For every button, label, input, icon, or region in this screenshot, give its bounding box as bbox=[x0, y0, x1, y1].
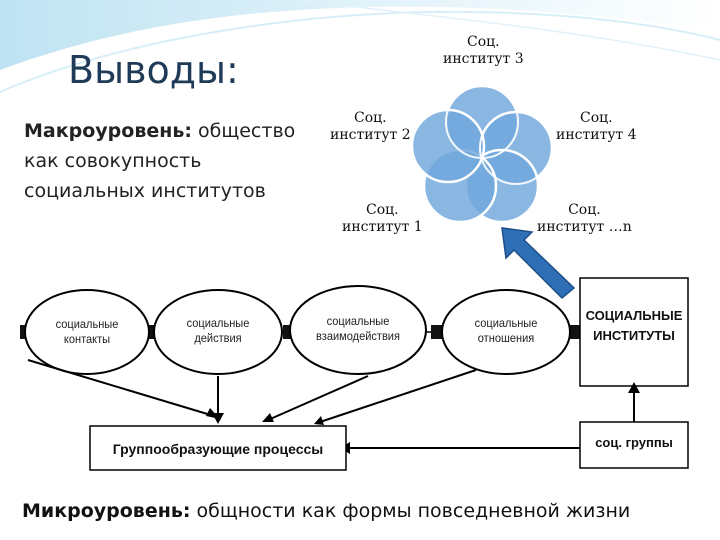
macro-text-line2: как совокупность bbox=[24, 150, 202, 172]
oval-interactions bbox=[289, 285, 427, 375]
oval-actions bbox=[153, 289, 283, 375]
connector-square bbox=[568, 325, 580, 339]
institute-label-4: Соц.институт 4 bbox=[556, 110, 637, 143]
institute-label-2: Соц.институт 2 bbox=[330, 110, 411, 143]
oval-contacts bbox=[24, 289, 150, 375]
group-processes-box bbox=[89, 425, 347, 471]
social-groups-label: соц. группы bbox=[595, 435, 673, 450]
group-processes-label: Группообразующие процессы bbox=[112, 441, 324, 457]
institute-circle-2 bbox=[410, 108, 486, 184]
connector-square bbox=[431, 325, 443, 339]
social-groups-box bbox=[579, 421, 689, 469]
macro-text-line1: общество bbox=[191, 120, 296, 142]
institute-label-3: Соц.институт 3 bbox=[443, 34, 524, 67]
macro-level-text: Макроуровень: общество как совокупность … bbox=[24, 116, 324, 206]
social-institutes-box bbox=[579, 277, 689, 387]
institute-label-1: Соц.институт 1 bbox=[342, 202, 423, 235]
micro-diagram bbox=[20, 277, 689, 471]
macro-text-line3: социальных институтов bbox=[24, 180, 266, 202]
micro-level-text: Микроуровень: общности как формы повседн… bbox=[22, 500, 630, 522]
macro-heading: Макроуровень: bbox=[24, 120, 192, 142]
oval-relations bbox=[441, 289, 571, 375]
up-left-arrow-icon bbox=[501, 227, 576, 300]
micro-heading: Микроуровень: bbox=[22, 500, 191, 522]
slide-title: Выводы: bbox=[68, 48, 239, 92]
institute-label-n: Соц.институт …n bbox=[537, 202, 632, 235]
institutes-circles bbox=[410, 84, 554, 224]
micro-text: общности как формы повседневной жизни bbox=[190, 500, 631, 522]
